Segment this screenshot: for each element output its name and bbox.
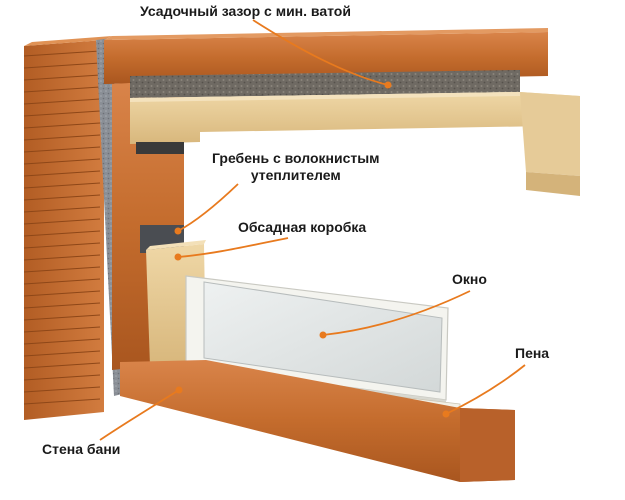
siding-board-line <box>23 98 101 105</box>
siding-board-line <box>23 134 101 141</box>
leader-dot-shrink-gap <box>384 81 392 89</box>
label-comb-insulation: Гребень с волокнистым утеплителем <box>212 150 380 184</box>
siding-board-line <box>23 386 101 393</box>
leader-casing <box>177 237 289 258</box>
siding-board-line <box>23 254 101 261</box>
siding-board-line <box>23 218 101 225</box>
siding-board-line <box>23 122 101 129</box>
siding-board-line <box>23 110 101 117</box>
leader-dot-window <box>319 331 327 339</box>
siding-board-line <box>23 326 101 333</box>
shrink-gap-wool <box>130 70 520 98</box>
leader-dot-foam <box>442 410 450 418</box>
siding-board-line <box>23 302 101 309</box>
siding-board-line <box>23 62 101 69</box>
siding-board-line <box>23 170 101 177</box>
siding-board-line <box>23 350 101 357</box>
leader-window <box>322 290 471 336</box>
leader-lines <box>99 19 526 441</box>
siding-board-line <box>23 194 101 201</box>
siding-board-line <box>23 74 101 81</box>
siding-board-line <box>23 182 101 189</box>
leader-dot-comb <box>174 227 182 235</box>
leader-dot-bath-wall <box>175 386 183 394</box>
siding-board-line <box>23 230 101 237</box>
siding-board-line <box>23 374 101 381</box>
siding-board-line <box>23 146 101 153</box>
siding-board-line <box>23 50 101 57</box>
top-casing-board <box>130 92 580 196</box>
siding-board-line <box>23 266 101 273</box>
leader-dot-casing <box>174 253 182 261</box>
siding-board-lines <box>23 50 101 405</box>
top-log-beam <box>104 28 548 84</box>
bottom-log-sill <box>120 360 515 482</box>
leader-shrink-gap <box>252 19 389 86</box>
leader-foam <box>445 364 526 415</box>
label-comb-line1: Гребень с волокнистым <box>212 150 380 166</box>
leader-comb <box>177 183 239 232</box>
siding-board-line <box>23 158 101 165</box>
siding-board-line <box>23 86 101 93</box>
siding-board-line <box>23 206 101 213</box>
siding-board-line <box>23 314 101 321</box>
comb-key-top <box>136 142 184 154</box>
label-bath-wall: Стена бани <box>42 441 121 457</box>
siding-board-line <box>23 290 101 297</box>
siding-board-line <box>23 338 101 345</box>
label-comb-line2: утеплителем <box>250 167 341 183</box>
siding-board-line <box>23 242 101 249</box>
siding-board-line <box>23 362 101 369</box>
siding-wall <box>23 36 112 420</box>
siding-board-line <box>23 278 101 285</box>
label-shrink-gap: Усадочный зазор с мин. ватой <box>140 3 351 19</box>
label-casing-box: Обсадная коробка <box>238 219 367 235</box>
label-window: Окно <box>452 271 487 287</box>
leader-bath-wall <box>99 389 180 441</box>
label-foam: Пена <box>515 345 550 361</box>
siding-board-line <box>23 398 101 405</box>
